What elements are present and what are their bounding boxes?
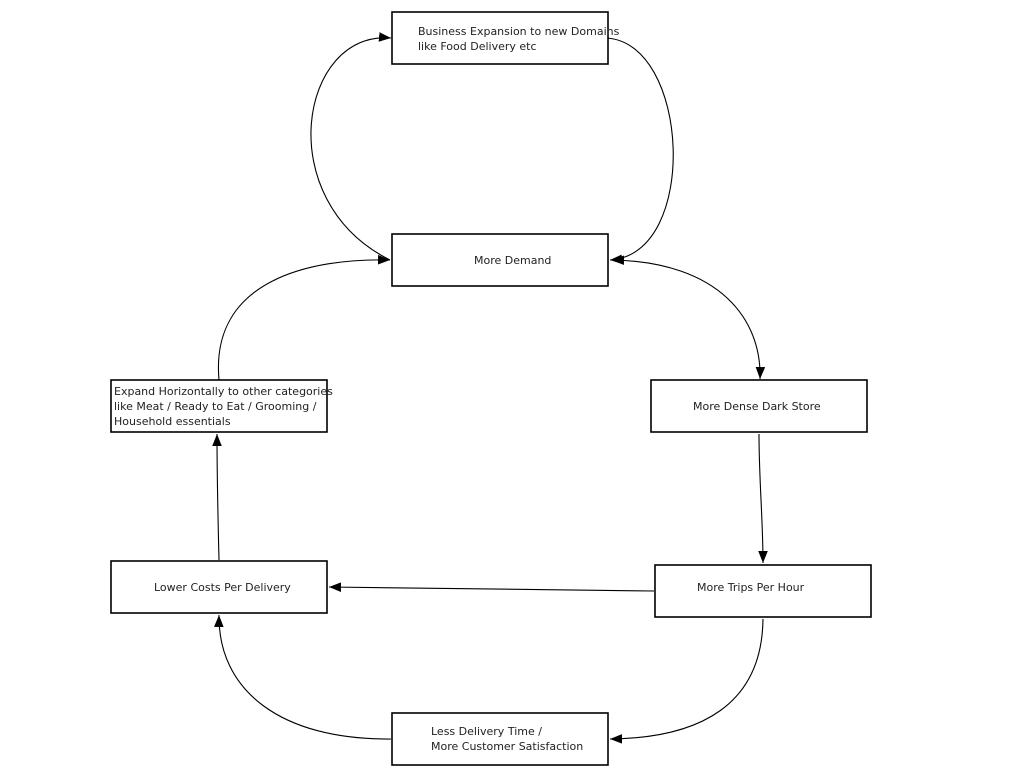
node-box [391, 233, 609, 287]
node-label-line: More Trips Per Hour [697, 581, 805, 594]
edge-less-delivery-time-to-lower-costs [214, 614, 392, 740]
node-label-line: Less Delivery Time / [431, 725, 542, 738]
node-lower-costs: Lower Costs Per Delivery [110, 560, 328, 614]
edge-demand-dense-dark-store-bidirectional [611, 255, 766, 380]
edge-dense-dark-store-to-trips [758, 433, 768, 564]
node-trips-per-hour: More Trips Per Hour [654, 564, 872, 618]
node-label-line: More Demand [474, 254, 551, 267]
edge-expand-horizontally-to-demand [217, 254, 391, 381]
node-box [391, 11, 609, 65]
node-label-line: like Meat / Ready to Eat / Grooming / [114, 400, 317, 413]
node-less-delivery-time: Less Delivery Time / More Customer Satis… [391, 712, 609, 766]
node-business-expansion: Business Expansion to new Domains like F… [391, 11, 620, 65]
node-label-line: like Food Delivery etc [418, 40, 537, 53]
edge-business-expansion-to-demand [604, 37, 674, 265]
edge-lower-costs-to-expand-horizontally [212, 433, 222, 561]
edges [212, 32, 768, 744]
node-label-line: More Dense Dark Store [693, 400, 821, 413]
node-label-line: Household essentials [114, 415, 231, 428]
node-dense-dark-store: More Dense Dark Store [650, 379, 868, 433]
node-label-line: Lower Costs Per Delivery [154, 581, 291, 594]
node-box [650, 379, 868, 433]
edge-trips-to-less-delivery-time [609, 618, 764, 744]
node-box [110, 560, 328, 614]
node-label-line: Expand Horizontally to other categories [114, 385, 333, 398]
node-label-line: More Customer Satisfaction [431, 740, 583, 753]
edge-demand-to-business-expansion [310, 32, 392, 261]
node-box [654, 564, 872, 618]
node-label-line: Business Expansion to new Domains [418, 25, 620, 38]
node-box [391, 712, 609, 766]
node-box [110, 379, 328, 433]
node-more-demand: More Demand [391, 233, 609, 287]
node-expand-horizontally: Expand Horizontally to other categories … [110, 379, 333, 433]
edge-trips-to-lower-costs [328, 582, 655, 592]
